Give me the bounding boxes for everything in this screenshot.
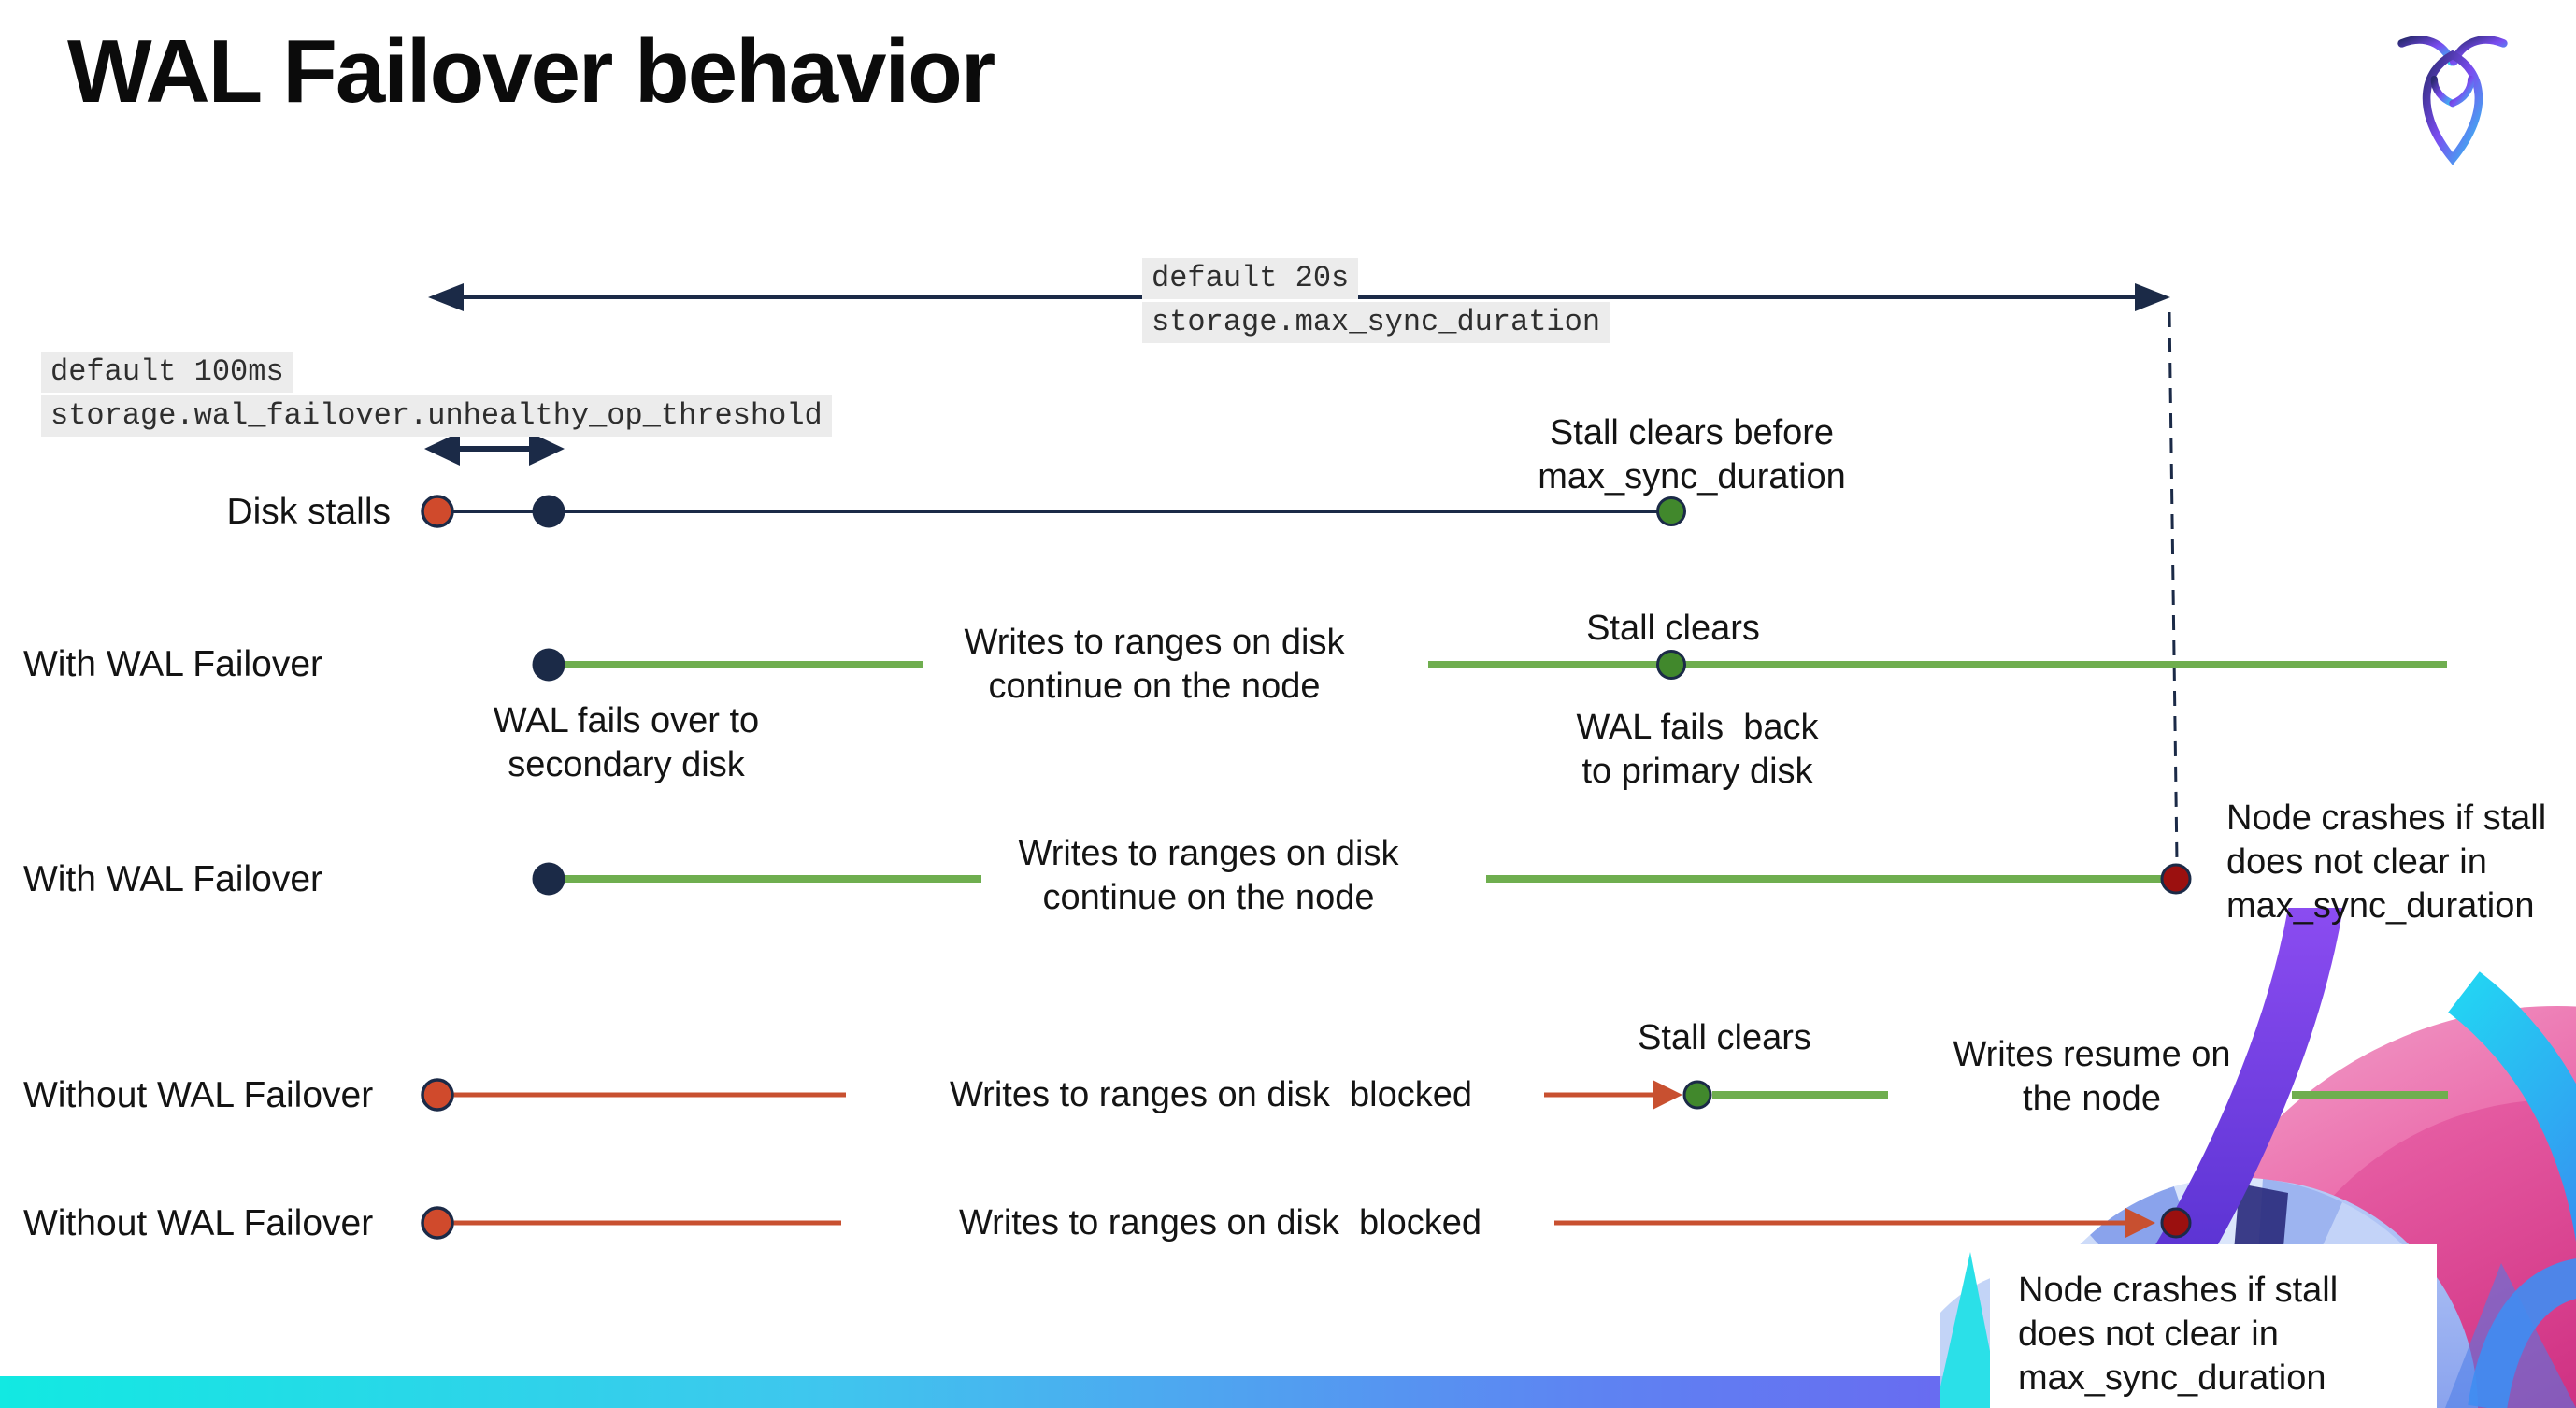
arrowhead-right-icon xyxy=(2125,1208,2155,1238)
timeline-row-with-failover-crash xyxy=(532,862,2192,896)
code-chip: default 100ms xyxy=(41,352,293,393)
stall-start-dot xyxy=(421,1206,454,1240)
row-label-with-wal-failover-2: With WAL Failover xyxy=(23,859,322,899)
stall-start-dot xyxy=(421,1078,454,1112)
cockroach-logo-icon xyxy=(2397,36,2508,165)
callout-writes-blocked-row4: Writes to ranges on disk blocked xyxy=(950,1075,1473,1114)
callout-stall-clears-row4: Stall clears xyxy=(1638,1018,1811,1057)
callout-stall-clears-row2: Stall clears xyxy=(1586,609,1760,648)
arrowhead-right-icon xyxy=(1653,1080,1682,1110)
code-chip: default 20s xyxy=(1142,258,1359,299)
threshold-dot xyxy=(532,495,565,528)
arrowhead-right-icon xyxy=(529,432,565,466)
arrowhead-left-icon xyxy=(428,283,464,311)
page-title: WAL Failover behavior xyxy=(67,22,995,122)
timeline-row-with-failover-clears xyxy=(532,648,2447,682)
callout-node-crashes-row3: Node crashes if stall does not clear in … xyxy=(2226,798,2547,926)
stall-clear-dot xyxy=(1656,496,1686,526)
callout-writes-resume: Writes resume on the node xyxy=(1953,1035,2231,1118)
callout-wal-fails-over: WAL fails over to secondary disk xyxy=(493,701,760,784)
timeline-row-without-failover-crash xyxy=(421,1206,2192,1240)
callout-node-crashes-row5: Node crashes if stall does not clear in … xyxy=(2018,1271,2339,1398)
callout-writes-blocked-row5: Writes to ranges on disk blocked xyxy=(959,1203,1482,1243)
node-crash-dot xyxy=(2160,1207,2192,1239)
node-crashes-note-box: Node crashes if stall does not clear in … xyxy=(1990,1244,2437,1408)
callout-writes-continue-row3: Writes to ranges on disk continue on the… xyxy=(1018,834,1399,917)
unhealthy-op-threshold-label: default 100ms storage.wal_failover.unhea… xyxy=(41,352,832,437)
threshold-double-arrow xyxy=(424,432,565,466)
code-chip: storage.wal_failover.unhealthy_op_thresh… xyxy=(41,395,832,437)
timeline-row-without-failover-clears xyxy=(421,1078,2448,1112)
code-chip: storage.max_sync_duration xyxy=(1142,302,1610,343)
failover-dot xyxy=(532,648,565,682)
failover-dot xyxy=(532,862,565,896)
arrowhead-left-icon xyxy=(424,432,460,466)
stall-start-dot xyxy=(421,495,454,528)
callout-stall-clears-before: Stall clears before max_sync_duration xyxy=(1538,413,1846,496)
row-label-without-wal-failover-2: Without WAL Failover xyxy=(23,1203,374,1243)
row-label-without-wal-failover-1: Without WAL Failover xyxy=(23,1075,374,1115)
arrowhead-right-icon xyxy=(2135,283,2170,311)
stall-clear-dot xyxy=(1656,650,1686,680)
callout-wal-fails-back: WAL fails back to primary disk xyxy=(1576,708,1819,791)
timeline-row-disk-stalls xyxy=(421,495,1686,528)
max-sync-deadline-dashed-line xyxy=(2168,311,2179,863)
stall-clear-dot xyxy=(1682,1080,1712,1110)
max-sync-duration-label: default 20s storage.max_sync_duration xyxy=(1142,258,1610,343)
row-label-with-wal-failover-1: With WAL Failover xyxy=(23,644,322,684)
callout-writes-continue-row2: Writes to ranges on disk continue on the… xyxy=(964,623,1345,706)
node-crash-dot xyxy=(2160,863,2192,895)
row-label-disk-stalls: Disk stalls xyxy=(226,492,391,532)
